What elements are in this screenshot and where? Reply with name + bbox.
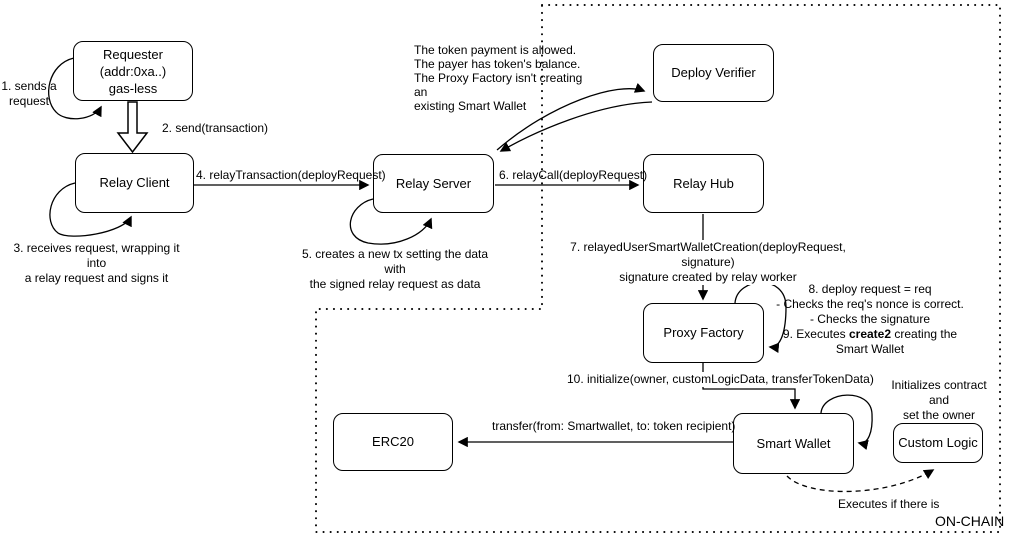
server-to-verifier-arrow <box>496 82 646 151</box>
relay-hub-label: Relay Hub <box>673 175 734 191</box>
step4-label: 4. relayTransaction(deployRequest) <box>196 168 386 182</box>
onchain-region-label: ON-CHAIN <box>935 513 1005 529</box>
executes-dashed-arrow <box>786 469 935 493</box>
relay-client-self-loop-arrow <box>49 182 132 237</box>
smart-wallet-self-loop-arrow <box>820 394 873 450</box>
proxy-factory-node: Proxy Factory <box>643 303 764 363</box>
step8-9-label: 8. deploy request = req - Checks the req… <box>776 282 964 356</box>
step10-label: 10. initialize(owner, customLogicData, t… <box>565 372 876 387</box>
requester-label-line3: gas-less <box>108 80 158 96</box>
requester-node: Requester (addr:0xa..) gas-less <box>73 41 193 101</box>
relay-client-label: Relay Client <box>99 175 170 190</box>
step5-label: 5. creates a new tx setting the data wit… <box>301 247 489 291</box>
relay-server-label: Relay Server <box>395 175 472 191</box>
executes-if-there-is-label: Executes if there is <box>838 497 940 511</box>
initializes-owner-note: Initializes contract and set the owner <box>891 378 987 422</box>
custom-logic-node: Custom Logic <box>893 423 983 463</box>
smart-wallet-node: Smart Wallet <box>733 413 854 474</box>
verifier-to-server-arrow <box>499 101 653 152</box>
requester-label-line2: (addr:0xa..) <box>99 63 167 79</box>
custom-logic-label: Custom Logic <box>898 435 978 450</box>
step1-label: 1. sends a request <box>1 79 57 108</box>
step2-label: 2. send(transaction) <box>162 121 269 135</box>
erc20-label: ERC20 <box>372 434 414 449</box>
deploy-verifier-label: Deploy Verifier <box>671 65 756 80</box>
step6-label: 6. relayCall(deployRequest) <box>499 168 648 182</box>
relay-server-self-loop-arrow <box>349 198 433 245</box>
transfer-call-label: transfer(from: Smartwallet, to: token re… <box>492 419 736 433</box>
onchain-region-border <box>315 4 1001 533</box>
create2-bold-text: create2 <box>848 327 892 341</box>
relay-client-node: Relay Client <box>75 153 194 213</box>
proxy-factory-label: Proxy Factory <box>663 325 744 340</box>
verifier-checks-note: The token payment is allowed. The payer … <box>414 43 583 113</box>
relay-hub-node: Relay Hub <box>643 154 764 213</box>
relay-server-node: Relay Server <box>373 154 494 213</box>
deploy-verifier-node: Deploy Verifier <box>653 44 774 102</box>
send-transaction-block-arrow <box>116 101 149 154</box>
step7-label: 7. relayedUserSmartWalletCreation(deploy… <box>550 240 866 285</box>
proxy-factory-self-loop-arrow <box>734 282 787 353</box>
smart-wallet-label: Smart Wallet <box>756 435 831 451</box>
erc20-node: ERC20 <box>333 413 453 471</box>
requester-label-line1: Requester <box>103 46 163 62</box>
requester-self-loop-arrow <box>48 57 102 120</box>
step3-label: 3. receives request, wrapping it into a … <box>13 241 180 285</box>
